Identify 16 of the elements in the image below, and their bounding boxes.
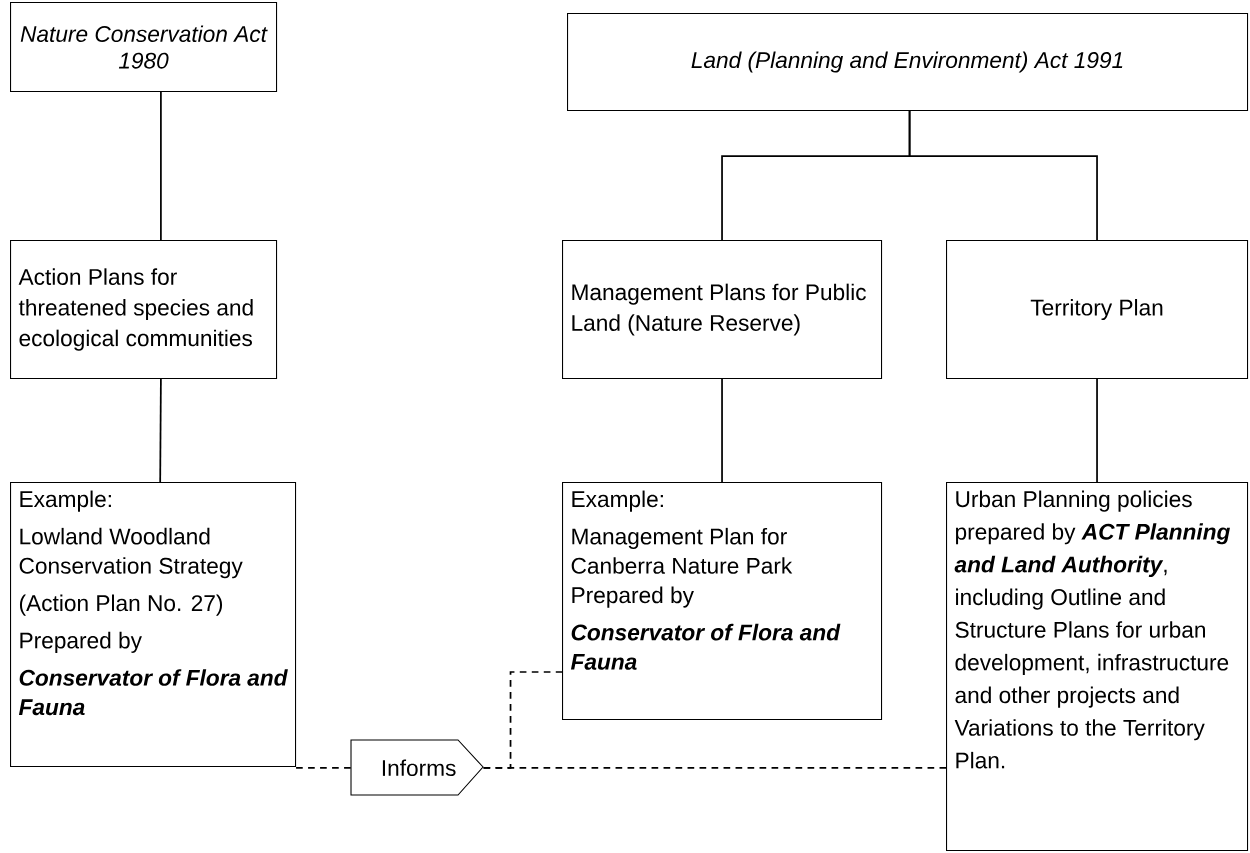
connector (160, 91, 162, 241)
plan-box: Action Plans for threatened species and ecological communities (10, 240, 278, 380)
connector (295, 766, 352, 769)
connector (482, 671, 563, 769)
connector (908, 110, 1098, 241)
connector (159, 378, 162, 483)
connector (1096, 378, 1098, 483)
connector (721, 378, 723, 483)
act-box: Nature Conservation Act 1980 (10, 2, 278, 93)
plan-box: Management Plans for Public Land (Nature Reserve) (562, 240, 883, 380)
example-box: Urban Planning policies prepared by ACT Planning and Land Authority, including Outline and Structure Plans for urban development, infrastructure and other projects and Variations to the Territory Plan. (946, 482, 1249, 852)
act-box: Land (Planning and Environment) Act 1991 (567, 13, 1249, 112)
example-box: Example: Management Plan for Canberra Nature Park Prepared by Conservator of Flora and Fauna (562, 482, 883, 721)
example-box: Example: Lowland Woodland Conservation Strategy (Action Plan No. 27) Prepared by Conservator of Flora and Fauna (10, 482, 297, 768)
informs-tag: Informs (350, 739, 484, 796)
plan-box: Territory Plan (946, 240, 1249, 380)
